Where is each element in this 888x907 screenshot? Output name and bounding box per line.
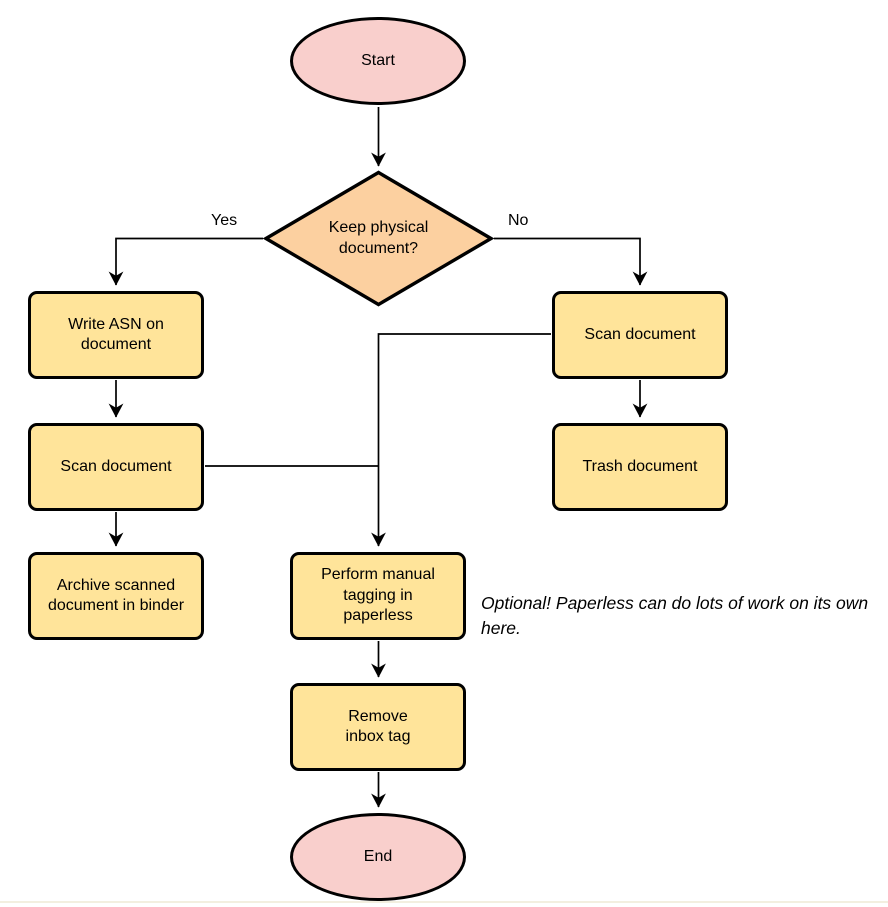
node-scan-document-right-label: Scan document [584,325,696,343]
node-scan-document-left-label: Scan document [60,457,172,475]
node-scan-document-left: Scan document [28,423,204,511]
node-manual-tagging: Perform manual tagging in paperless [290,552,466,640]
node-end-label: End [363,847,393,865]
node-decision-label: Keep physical document? [328,219,429,257]
node-write-asn: Write ASN on document [28,291,204,379]
edge-decision-yes-to-write-asn [108,237,263,286]
node-archive-binder: Archive scanned document in binder [28,552,204,640]
node-write-asn-label: Write ASN on document [68,315,164,353]
edge-decision-no-to-scan-right [494,237,648,286]
page-bottom-divider [0,901,888,903]
node-start: Start [290,17,466,105]
decision-diamond-shape [263,170,494,307]
edge-label-no: No [508,212,529,229]
node-trash-document: Trash document [552,423,728,511]
node-archive-binder-label: Archive scanned document in binder [47,576,185,614]
annotation-optional-note: Optional! Paperless can do lots of work … [481,593,869,639]
node-start-label: Start [361,51,395,69]
node-trash-document-label: Trash document [582,457,698,475]
node-remove-inbox-tag-label: Remove inbox tag [345,707,411,745]
edge-label-yes: Yes [211,212,238,229]
node-end: End [290,813,466,901]
node-manual-tagging-label: Perform manual tagging in paperless [321,566,435,625]
node-scan-document-right: Scan document [552,291,728,379]
node-remove-inbox-tag: Remove inbox tag [290,683,466,771]
edge-scan-right-to-tagging [371,333,551,547]
node-decision: Keep physical document? [263,170,494,307]
